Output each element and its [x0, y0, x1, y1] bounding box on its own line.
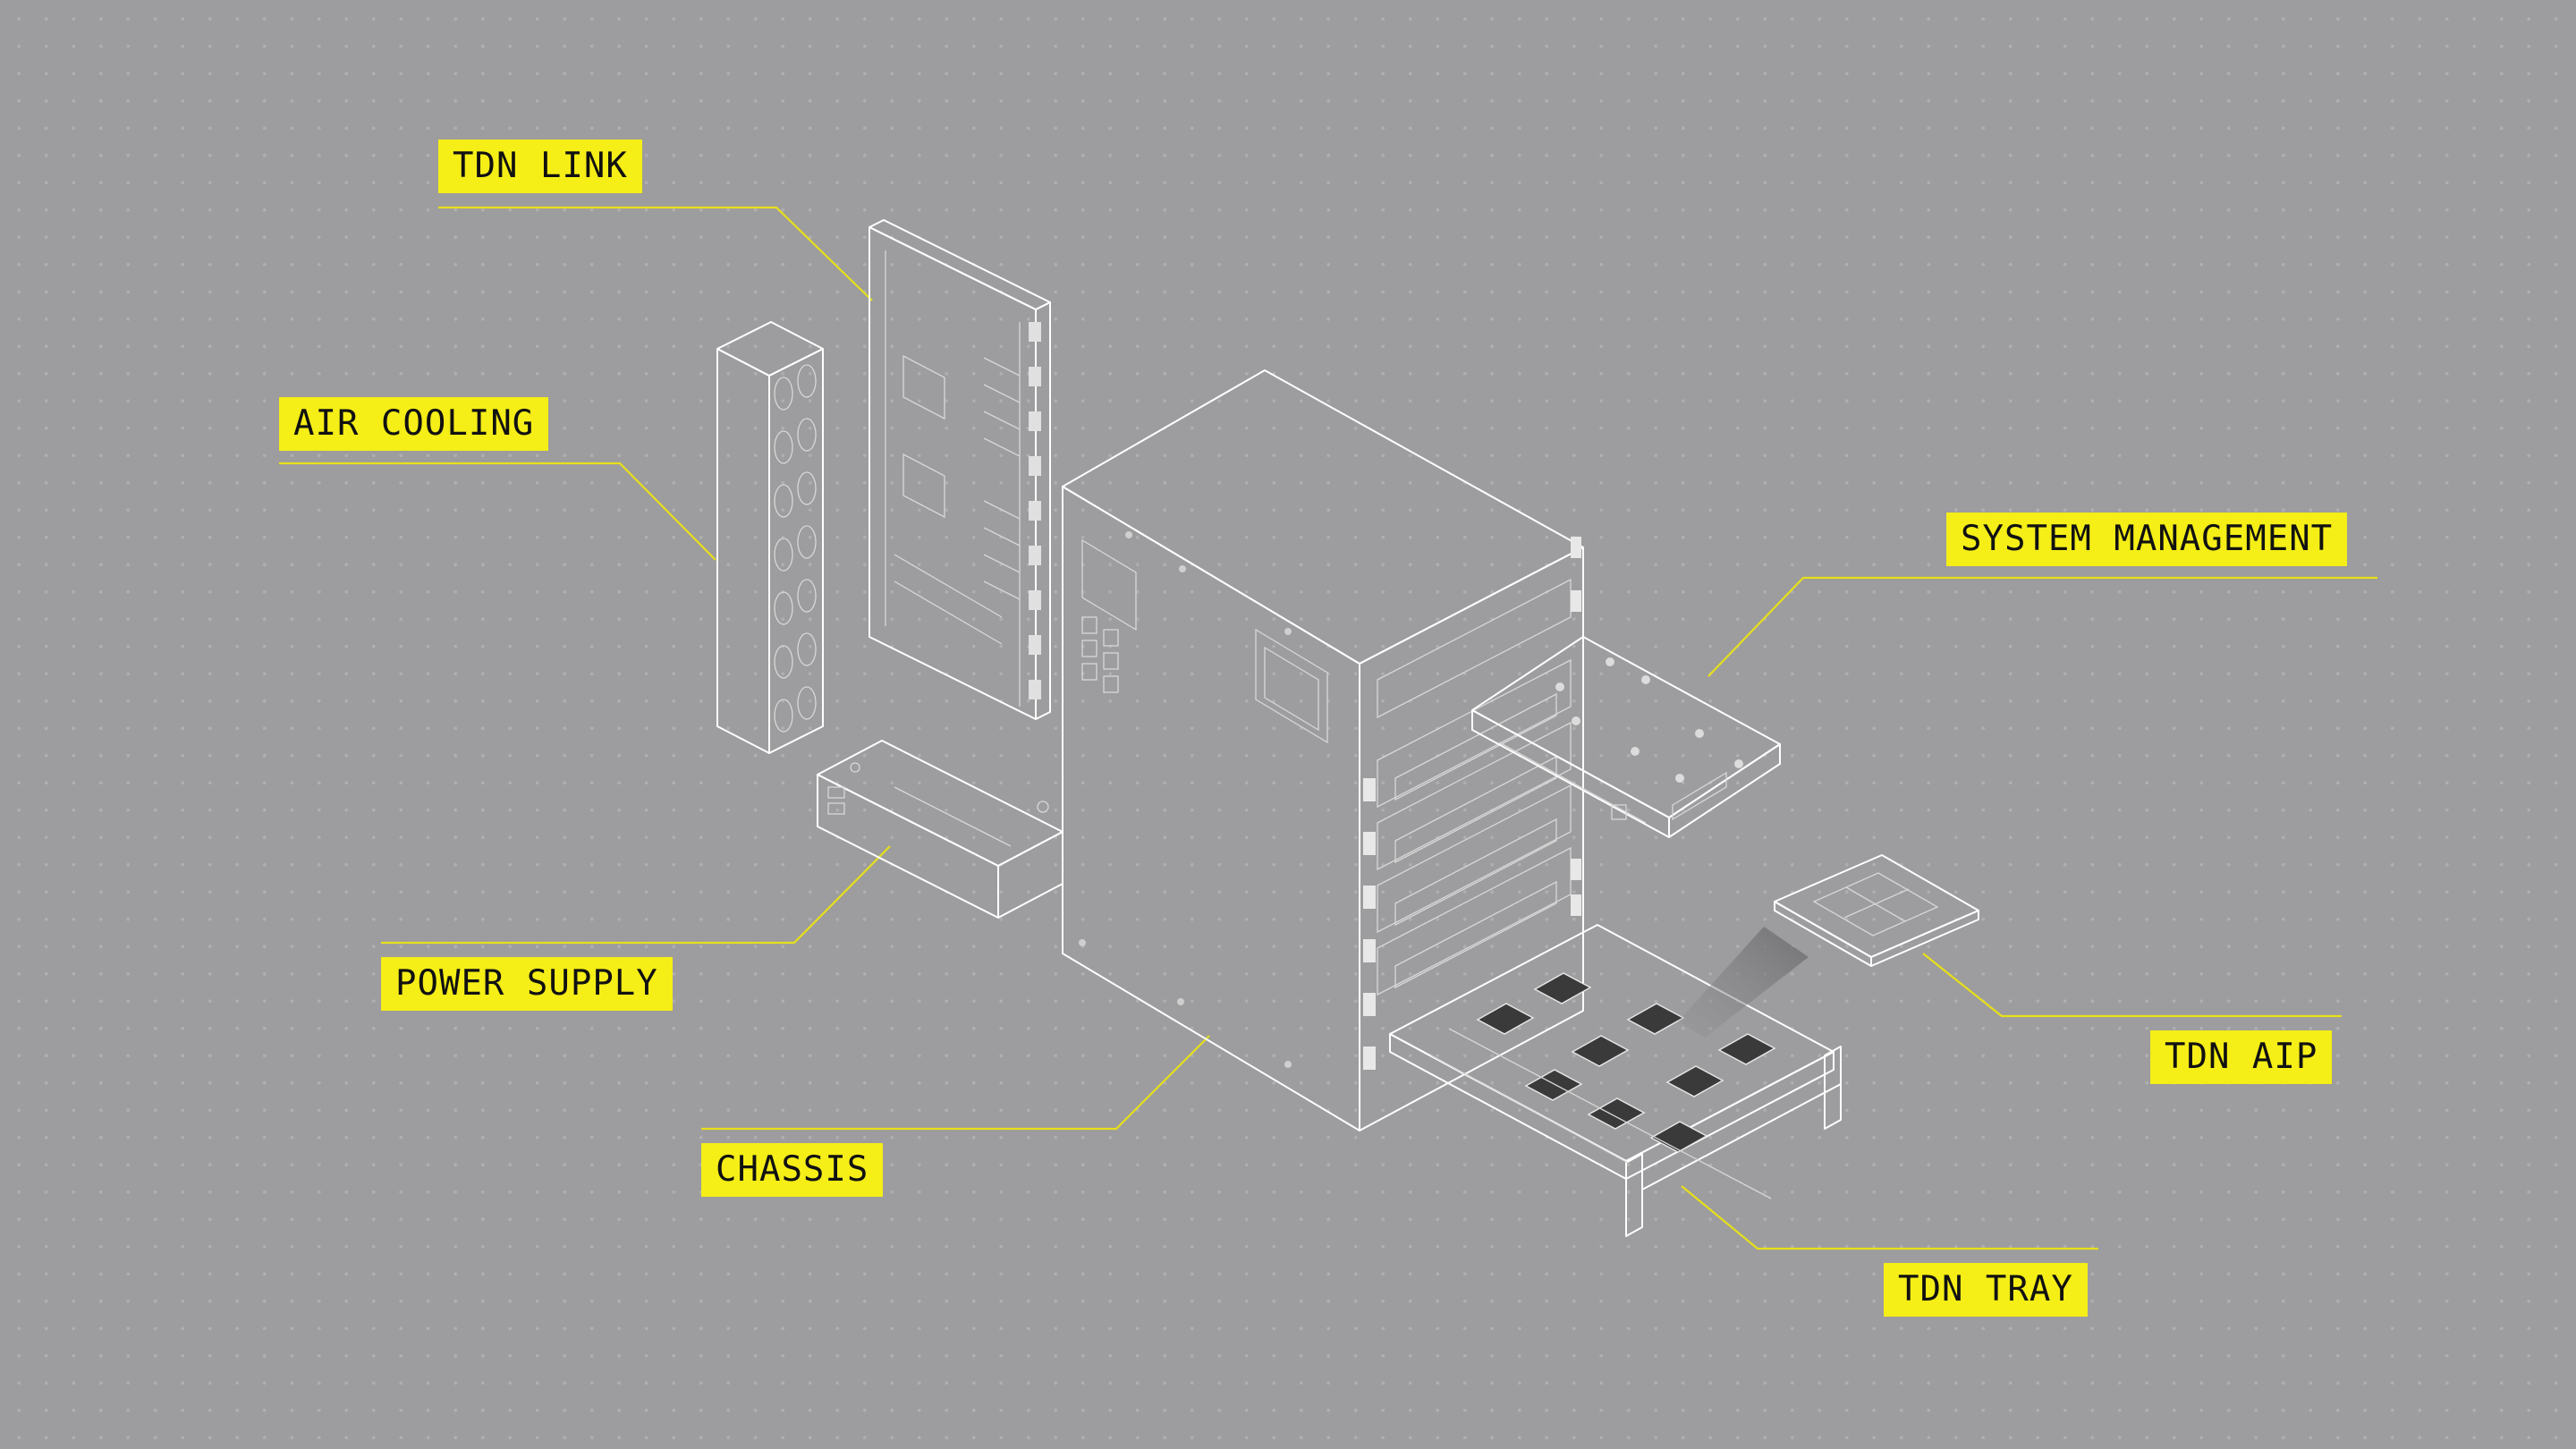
label-tdn-tray: TDN TRAY [1884, 1263, 2088, 1317]
system-management-module [1471, 636, 1781, 838]
label-power-supply: POWER SUPPLY [381, 957, 673, 1011]
air-cooling-module [716, 321, 824, 754]
label-chassis: CHASSIS [701, 1143, 884, 1197]
label-tdn-aip: TDN AIP [2150, 1030, 2333, 1084]
tdn-aip-module [1678, 854, 1979, 1038]
leader-tdn-tray [1681, 1185, 2098, 1250]
chassis-module [1062, 369, 1584, 1131]
label-air-cooling: AIR COOLING [279, 397, 549, 451]
leader-tdn-aip [1922, 953, 2342, 1018]
power-supply-module [817, 740, 1063, 919]
leader-chassis [701, 1035, 1210, 1131]
label-tdn-link: TDN LINK [438, 140, 642, 193]
leader-lines [279, 206, 2377, 1250]
leader-system-management [1707, 576, 2377, 677]
leader-power-supply [381, 845, 891, 945]
leader-air-cooling [279, 462, 716, 561]
leader-tdn-link [438, 206, 873, 301]
label-system-management: SYSTEM MANAGEMENT [1946, 513, 2348, 566]
tdn-link-module [869, 219, 1051, 720]
